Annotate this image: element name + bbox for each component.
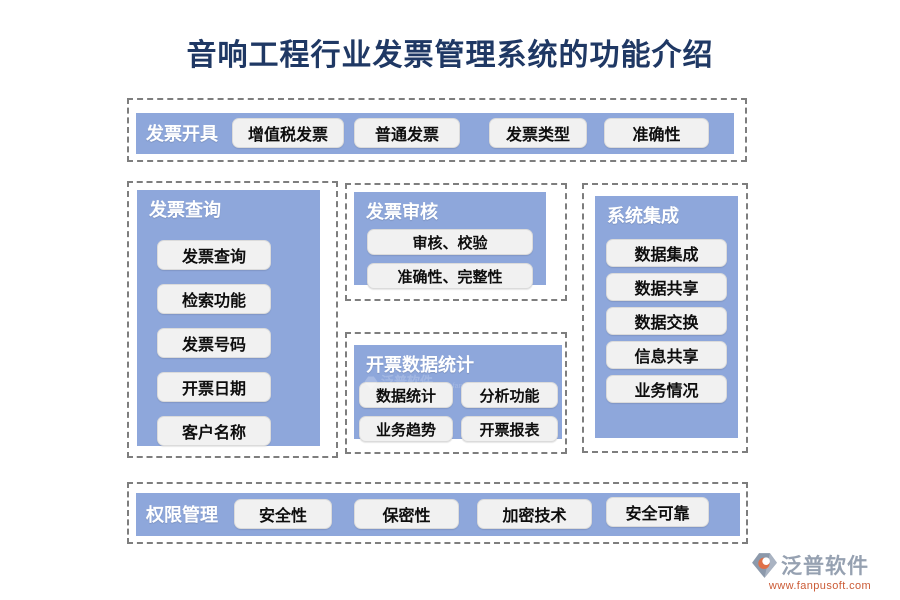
fanpu-logo-icon: [752, 552, 777, 578]
invoice-audit-label: 发票审核: [366, 202, 438, 222]
billing-stats-panel: 泛普软件 www.fanpusoft.com 开票数据统计 数据统计 分析功能 …: [354, 345, 562, 442]
invoice-issue-panel: 发票开具 增值税发票 普通发票 发票类型 准确性: [136, 113, 734, 154]
feature-pill-invoice-type[interactable]: 发票类型: [489, 118, 587, 148]
feature-pill-data-integration[interactable]: 数据集成: [606, 239, 727, 267]
feature-pill-search-function[interactable]: 检索功能: [157, 284, 271, 314]
permission-panel: 权限管理 安全性 保密性 加密技术 安全可靠: [136, 493, 740, 536]
feature-pill-analysis-function[interactable]: 分析功能: [461, 382, 558, 408]
feature-pill-info-sharing[interactable]: 信息共享: [606, 341, 727, 369]
feature-pill-business-status[interactable]: 业务情况: [606, 375, 727, 403]
feature-pill-vat-invoice[interactable]: 增值税发票: [232, 118, 344, 148]
invoice-issue-label: 发票开具: [146, 123, 218, 144]
feature-pill-business-trend[interactable]: 业务趋势: [359, 416, 453, 442]
section-invoice-query: 发票查询 发票查询 检索功能 发票号码 开票日期 客户名称: [127, 181, 338, 458]
feature-pill-data-exchange[interactable]: 数据交换: [606, 307, 727, 335]
feature-pill-accuracy[interactable]: 准确性: [604, 118, 709, 148]
brand-footer: 泛普软件 www.fanpusoft.com: [751, 550, 889, 592]
brand-name: 泛普软件: [781, 555, 869, 578]
section-billing-stats: 泛普软件 www.fanpusoft.com 开票数据统计 数据统计 分析功能 …: [345, 332, 567, 454]
section-invoice-issue: 发票开具 增值税发票 普通发票 发票类型 准确性: [127, 98, 747, 162]
feature-pill-customer-name[interactable]: 客户名称: [157, 416, 271, 446]
system-integration-panel: 系统集成 数据集成 数据共享 数据交换 信息共享 业务情况: [595, 196, 738, 438]
invoice-audit-panel: 发票审核 审核、校验 准确性、完整性: [354, 192, 546, 289]
invoice-query-label: 发票查询: [149, 200, 221, 220]
invoice-query-panel: 发票查询 发票查询 检索功能 发票号码 开票日期 客户名称: [137, 190, 320, 446]
system-integration-label: 系统集成: [607, 206, 679, 226]
section-system-integration: 系统集成 数据集成 数据共享 数据交换 信息共享 业务情况: [582, 183, 748, 453]
feature-pill-plain-invoice[interactable]: 普通发票: [354, 118, 460, 148]
feature-pill-security[interactable]: 安全性: [234, 499, 332, 529]
feature-pill-data-statistics[interactable]: 数据统计: [359, 382, 453, 408]
feature-pill-audit-check[interactable]: 审核、校验: [367, 229, 533, 255]
brand-url: www.fanpusoft.com: [768, 580, 872, 592]
permission-label: 权限管理: [146, 504, 218, 525]
feature-pill-invoice-number[interactable]: 发票号码: [157, 328, 271, 358]
feature-pill-encryption[interactable]: 加密技术: [477, 499, 592, 529]
feature-pill-invoice-query[interactable]: 发票查询: [157, 240, 271, 270]
feature-pill-issue-date[interactable]: 开票日期: [157, 372, 271, 402]
section-permission: 权限管理 安全性 保密性 加密技术 安全可靠: [127, 482, 748, 544]
feature-pill-data-sharing[interactable]: 数据共享: [606, 273, 727, 301]
feature-pill-safe-reliable[interactable]: 安全可靠: [606, 497, 709, 527]
feature-pill-billing-report[interactable]: 开票报表: [461, 416, 558, 442]
feature-pill-accuracy-completeness[interactable]: 准确性、完整性: [367, 263, 533, 289]
feature-pill-confidentiality[interactable]: 保密性: [354, 499, 459, 529]
section-invoice-audit: 发票审核 审核、校验 准确性、完整性: [345, 183, 567, 301]
billing-stats-label: 开票数据统计: [366, 355, 474, 375]
page-title: 音响工程行业发票管理系统的功能介绍: [186, 39, 714, 72]
